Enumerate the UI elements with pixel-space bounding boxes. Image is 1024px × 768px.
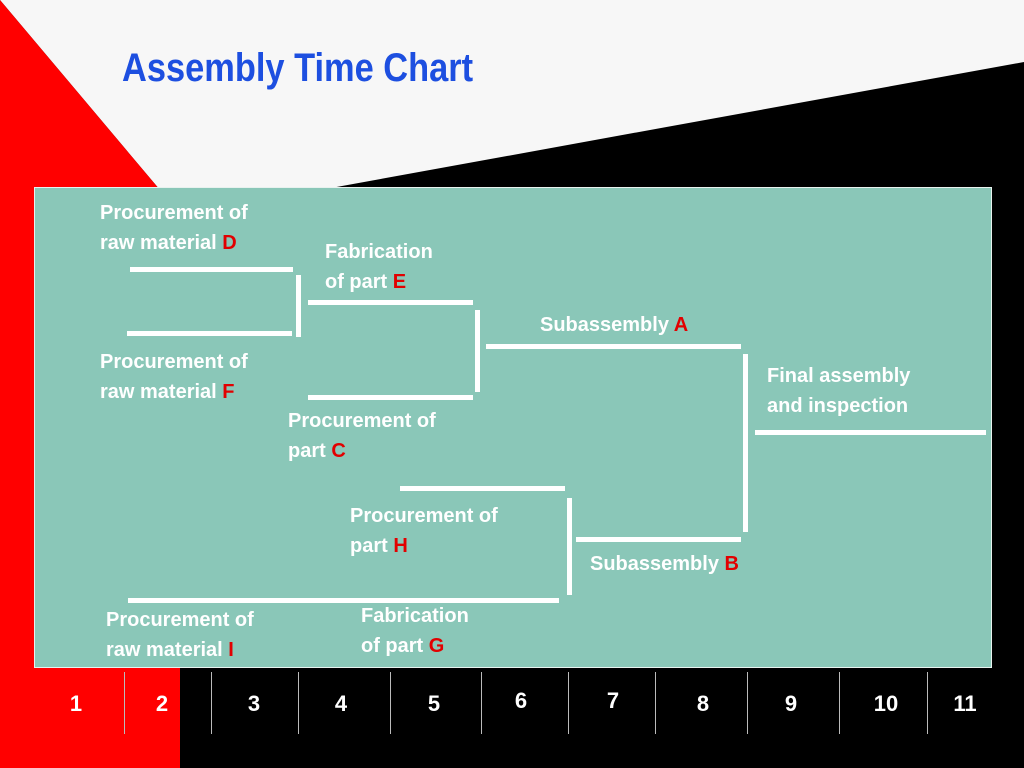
time-tick-2: 2 [155, 691, 169, 716]
axis-red-block [0, 668, 180, 768]
line-proc-f [127, 331, 292, 336]
line-proc-d [130, 267, 293, 272]
line-final [755, 430, 986, 435]
line-sub-b [576, 537, 741, 542]
time-tick-6: 6 [514, 688, 528, 713]
line-proc-h [400, 486, 565, 491]
time-separator [839, 672, 840, 734]
time-separator [390, 672, 391, 734]
line-fab-e [308, 300, 473, 305]
bracket-a-b [743, 354, 748, 532]
bracket-h-i [567, 498, 572, 595]
time-tick-8: 8 [696, 691, 710, 716]
line-proc-c [308, 395, 473, 400]
time-axis: 1 2 3 4 5 6 7 8 9 10 11 [0, 668, 1024, 768]
label-subassembly-b: Subassembly B [590, 553, 739, 575]
time-separator [481, 672, 482, 734]
line-proc-i [128, 598, 559, 603]
time-tick-1: 1 [69, 691, 83, 716]
line-sub-a [486, 344, 741, 349]
time-tick-7: 7 [606, 688, 620, 713]
page-title: Assembly Time Chart [122, 46, 474, 90]
time-tick-10: 10 [873, 691, 899, 716]
time-separator [211, 672, 212, 734]
time-separator [568, 672, 569, 734]
corner-red-wedge [0, 0, 160, 190]
time-separator [124, 672, 125, 734]
label-subassembly-a: Subassembly A [540, 314, 689, 336]
time-tick-9: 9 [784, 691, 798, 716]
left-red-strip [0, 180, 34, 670]
time-separator [747, 672, 748, 734]
time-separator [927, 672, 928, 734]
bracket-e-c [475, 310, 480, 392]
time-tick-3: 3 [247, 691, 261, 716]
time-separator [655, 672, 656, 734]
time-separator [298, 672, 299, 734]
time-tick-5: 5 [427, 691, 441, 716]
time-tick-11: 11 [953, 691, 977, 716]
bracket-d-f [296, 275, 301, 337]
time-tick-4: 4 [334, 691, 348, 716]
assembly-diagram-panel [34, 187, 992, 668]
top-band [0, 0, 1024, 190]
